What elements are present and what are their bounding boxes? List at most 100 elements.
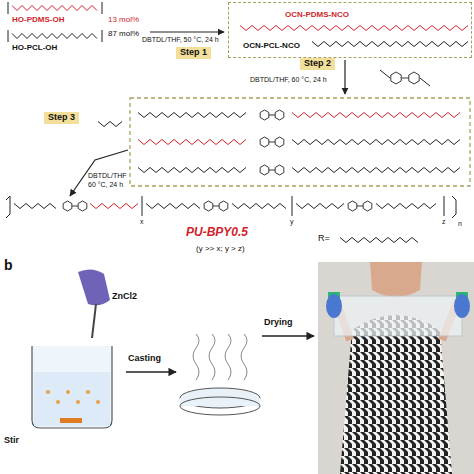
chain-line	[138, 113, 246, 118]
step-label: Step 2	[300, 58, 335, 70]
ring-line	[63, 201, 72, 211]
zinc-particle	[46, 390, 50, 394]
condition-label: DBTDL/THF	[88, 172, 127, 180]
chain-line	[232, 204, 286, 209]
ring-line	[78, 201, 87, 211]
zinc-particle	[96, 400, 100, 404]
ring-bond	[213, 206, 219, 207]
bracket	[452, 196, 456, 218]
formula-label: OCN-PDMS-NCO	[285, 11, 349, 20]
ring-line	[363, 201, 372, 211]
dropper	[92, 304, 96, 338]
ring-line	[260, 110, 269, 120]
petri-dish	[180, 388, 260, 408]
zinc-particle	[66, 390, 70, 394]
reagent-label: ZnCl2	[112, 292, 137, 302]
vapor-line	[225, 334, 231, 380]
bond-line	[8, 2, 9, 14]
zinc-particle	[86, 390, 90, 394]
chain-line	[14, 204, 56, 209]
ring-bond	[72, 206, 78, 207]
intermediate-box	[130, 98, 470, 186]
ring-bond	[269, 170, 275, 171]
subscript-label: x	[140, 218, 144, 226]
vapor-line	[209, 334, 215, 380]
process-label: Drying	[264, 318, 293, 328]
bond-line	[102, 2, 103, 14]
bond-line	[8, 30, 9, 42]
gloved-hand	[78, 269, 110, 305]
chain-line	[138, 140, 246, 145]
ring-bond	[269, 142, 275, 143]
zinc-particle	[76, 400, 80, 404]
chain-line	[98, 122, 122, 127]
chain-line	[292, 140, 460, 145]
ring-line	[348, 201, 357, 211]
bond-line	[380, 70, 390, 78]
ring-line	[409, 72, 419, 84]
glove	[326, 294, 342, 318]
reaction-arrow	[344, 60, 345, 94]
subscript-label: n	[458, 220, 462, 228]
bond-line	[420, 78, 430, 86]
condition-label: DBTDL/THF, 50 °C, 24 h	[142, 36, 219, 44]
chain-line	[12, 6, 97, 11]
bond-line	[444, 196, 445, 216]
ring-line	[275, 137, 284, 147]
ring-line	[391, 72, 401, 84]
ratio-label: 87 mol%	[108, 30, 139, 39]
subscript-label: z	[442, 218, 446, 226]
condition-label: DBTDL/THF, 60 °C, 24 h	[250, 76, 327, 84]
film	[334, 296, 462, 336]
chain-line	[90, 204, 138, 209]
solution	[34, 372, 110, 426]
chain-line	[376, 204, 436, 209]
step-label: Step 3	[44, 112, 79, 124]
dashed-box: OCN-PDMS-NCO OCN-PCL-NCO	[228, 2, 472, 58]
stir-bar	[60, 418, 82, 423]
photo-ground	[318, 262, 474, 474]
ring-bond	[269, 115, 275, 116]
chain-line	[292, 113, 460, 118]
ring-line	[260, 137, 269, 147]
ring-bond	[357, 206, 363, 207]
chain-line	[146, 204, 200, 209]
chain-line	[312, 42, 468, 47]
ring-line	[275, 165, 284, 175]
formula-label: OCN-PCL-NCO	[243, 42, 300, 51]
process-label: Stir	[4, 436, 19, 446]
beaker	[32, 346, 112, 428]
chain-line	[292, 168, 460, 173]
step-label: Step 1	[176, 47, 211, 59]
bond-line	[292, 196, 293, 216]
bond-line	[102, 30, 103, 42]
group-label: R=	[318, 234, 330, 244]
petri-base	[180, 397, 260, 415]
chain-line	[12, 34, 97, 39]
reaction-arrow	[150, 31, 224, 32]
vapor-line	[241, 334, 247, 380]
neck	[370, 262, 422, 297]
formula-label: HO-PCL-OH	[12, 44, 57, 53]
process-arrow	[262, 335, 314, 336]
ratio-note: (y >> x; y > z)	[196, 245, 245, 254]
subscript-label: y	[290, 218, 294, 226]
process-label: Casting	[128, 354, 161, 364]
bracket	[6, 196, 10, 218]
glove	[454, 294, 470, 318]
zinc-particle	[56, 400, 60, 404]
ratio-label: 13 mol%	[108, 16, 139, 25]
condition-label: 60 °C, 24 h	[88, 181, 123, 189]
chain-line	[340, 238, 418, 243]
ring-line	[204, 201, 213, 211]
formula-label: HO-PDMS-OH	[12, 16, 64, 25]
process-arrow	[126, 371, 176, 372]
chain-line	[240, 26, 468, 31]
ring-line	[219, 201, 228, 211]
chain-line	[296, 204, 344, 209]
vapor-line	[193, 334, 199, 380]
panel-label: b	[4, 258, 13, 273]
reaction-arrow	[70, 150, 128, 196]
polymer-name: PU-BPY0.5	[186, 226, 248, 239]
ring-line	[275, 110, 284, 120]
